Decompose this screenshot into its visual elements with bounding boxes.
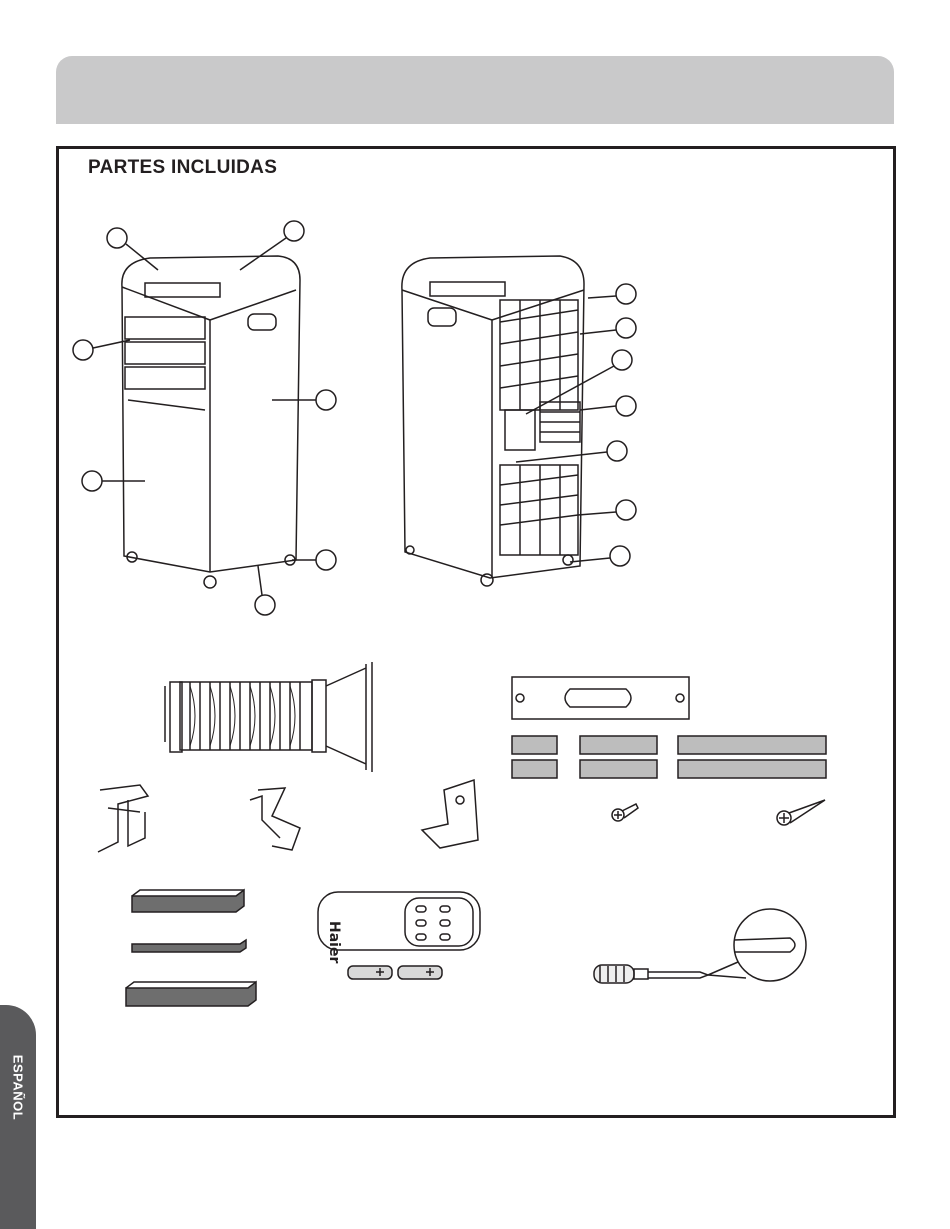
foam-seal-icon <box>126 890 256 1006</box>
callout-circle <box>255 595 275 615</box>
exhaust-hose-icon <box>165 662 372 772</box>
callout-circle <box>73 340 93 360</box>
screw-small-icon <box>612 804 638 821</box>
callout-circle <box>107 228 127 248</box>
callout-circle <box>616 396 636 416</box>
callout-circle <box>616 284 636 304</box>
callout-circle <box>316 550 336 570</box>
callout-circle <box>82 471 102 491</box>
callout-circle <box>612 350 632 370</box>
battery-icon <box>348 966 442 979</box>
remote-brand-label: Haier <box>326 921 342 963</box>
l-bracket-icon <box>422 780 478 848</box>
hose-hook-icon <box>98 785 148 852</box>
screwdriver-icon <box>594 909 806 983</box>
air-conditioner-back-icon <box>402 256 584 586</box>
callout-circle <box>284 221 304 241</box>
screw-large-icon <box>777 800 825 825</box>
callout-circle <box>316 390 336 410</box>
callout-circle <box>616 500 636 520</box>
air-conditioner-front-icon <box>122 256 300 588</box>
callout-circle <box>616 318 636 338</box>
slider-extension-panels-icon <box>512 736 826 778</box>
window-slider-icon <box>512 677 689 719</box>
clip-icon <box>250 788 300 850</box>
callout-circle <box>607 441 627 461</box>
callout-circle <box>610 546 630 566</box>
